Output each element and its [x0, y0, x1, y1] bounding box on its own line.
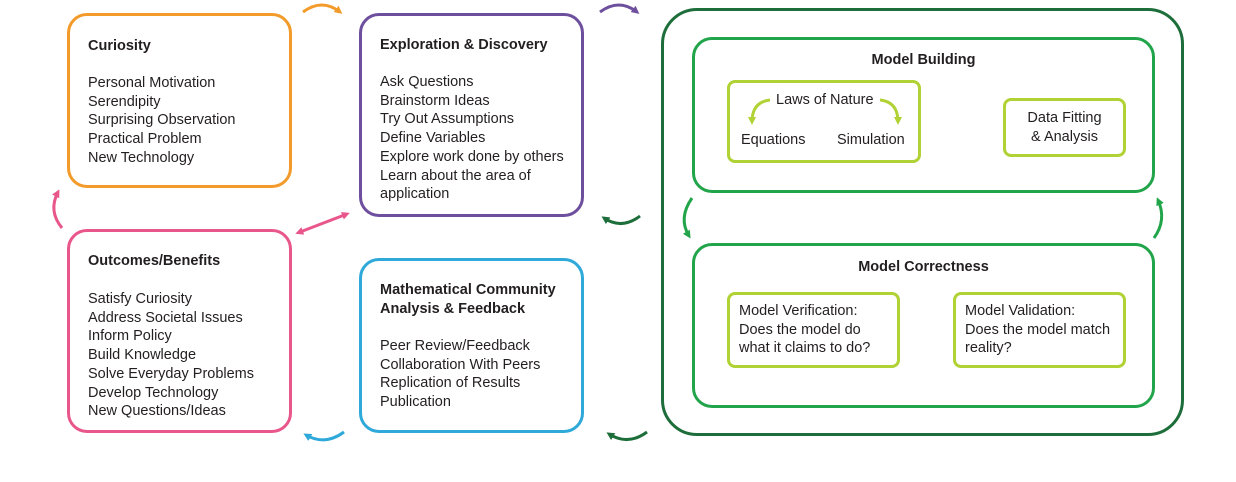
data-fitting-box: Data Fitting & Analysis: [1003, 98, 1126, 157]
curiosity-title: Curiosity: [88, 38, 151, 54]
verification-line: Does the model do: [739, 321, 861, 338]
list-item: Collaboration With Peers: [380, 356, 541, 373]
list-item: Brainstorm Ideas: [380, 92, 490, 109]
list-item: Develop Technology: [88, 384, 219, 401]
verification-line: what it claims to do?: [739, 340, 871, 357]
exploration-title: Exploration & Discovery: [380, 37, 548, 53]
model-verification-text: Model Verification: Does the model do wh…: [739, 302, 870, 358]
validation-line: Model Validation:: [965, 303, 1076, 319]
list-item: Publication: [380, 394, 451, 411]
list-item: New Questions/Ideas: [88, 403, 226, 420]
arrow-model-to-exploration: [601, 214, 641, 225]
model-building-box: Model Building: [692, 37, 1155, 193]
community-title-line2: Analysis & Feedback: [380, 301, 526, 317]
outcomes-title: Outcomes/Benefits: [88, 253, 221, 269]
laws-of-nature-box: [727, 80, 921, 163]
list-item: Replication of Results: [380, 375, 521, 392]
community-title-line1: Mathematical Community: [380, 282, 556, 298]
list-item: Define Variables: [380, 130, 486, 147]
list-item: New Technology: [88, 149, 195, 166]
exploration-items: Ask Questions Brainstorm Ideas Try Out A…: [380, 73, 564, 204]
data-fitting-line1: Data Fitting: [1027, 110, 1102, 126]
arrow-exploration-to-model: [599, 3, 640, 14]
list-item: Practical Problem: [88, 131, 202, 148]
outcomes-box: Outcomes/Benefits Satisfy Curiosity Addr…: [67, 229, 292, 433]
list-item: Serendipity: [88, 93, 161, 110]
validation-line: reality?: [965, 340, 1012, 357]
list-item: Explore work done by others: [380, 148, 564, 165]
arrow-outcomes-to-curiosity: [52, 189, 64, 229]
simulation-label: Simulation: [837, 132, 905, 148]
list-item: Ask Questions: [380, 74, 474, 90]
model-verification-box: Model Verification: Does the model do wh…: [727, 292, 900, 368]
community-box: Mathematical Community Analysis & Feedba…: [359, 258, 584, 433]
modeling-container: [661, 8, 1184, 436]
arrow-model-to-community: [606, 430, 648, 441]
verification-line: Model Verification:: [739, 303, 858, 319]
model-building-title: Model Building: [871, 52, 976, 68]
arrow-community-to-outcomes: [303, 430, 345, 442]
list-item: Build Knowledge: [88, 347, 197, 364]
list-item: Try Out Assumptions: [380, 111, 515, 128]
model-correctness-box: Model Correctness: [692, 243, 1155, 408]
community-title: Mathematical Community Analysis & Feedba…: [380, 281, 556, 319]
model-validation-box: Model Validation: Does the model match r…: [953, 292, 1126, 368]
validation-line: Does the model match: [965, 321, 1111, 338]
model-correctness-title: Model Correctness: [858, 259, 989, 275]
list-item: Learn about the area of: [380, 167, 531, 184]
list-item: Surprising Observation: [88, 112, 236, 129]
list-item: Personal Motivation: [88, 75, 216, 91]
list-item: Peer Review/Feedback: [380, 338, 530, 354]
arrow-correctness-to-building: [1152, 197, 1164, 239]
exploration-box: Exploration & Discovery Ask Questions Br…: [359, 13, 584, 217]
list-item: Satisfy Curiosity: [88, 291, 192, 307]
arrow-laws-to-equations: [748, 98, 771, 125]
equations-label: Equations: [741, 132, 806, 148]
list-item: Inform Policy: [88, 328, 172, 345]
curiosity-box: Curiosity Personal Motivation Serendipit…: [67, 13, 292, 188]
list-item: Address Societal Issues: [88, 309, 243, 326]
data-fitting-line2: & Analysis: [1031, 129, 1098, 145]
model-validation-text: Model Validation: Does the model match r…: [965, 302, 1110, 358]
community-items: Peer Review/Feedback Collaboration With …: [380, 337, 540, 412]
outcomes-items: Satisfy Curiosity Address Societal Issue…: [88, 290, 254, 421]
curiosity-items: Personal Motivation Serendipity Surprisi…: [88, 74, 236, 168]
list-item: application: [380, 186, 450, 203]
arrow-building-to-correctness: [682, 197, 694, 239]
arrow-outcomes-exploration: [295, 212, 350, 235]
arrow-laws-to-simulation: [879, 98, 902, 125]
laws-of-nature-label: Laws of Nature: [776, 92, 874, 108]
arrow-curiosity-to-exploration: [302, 3, 343, 14]
list-item: Solve Everyday Problems: [88, 365, 255, 382]
